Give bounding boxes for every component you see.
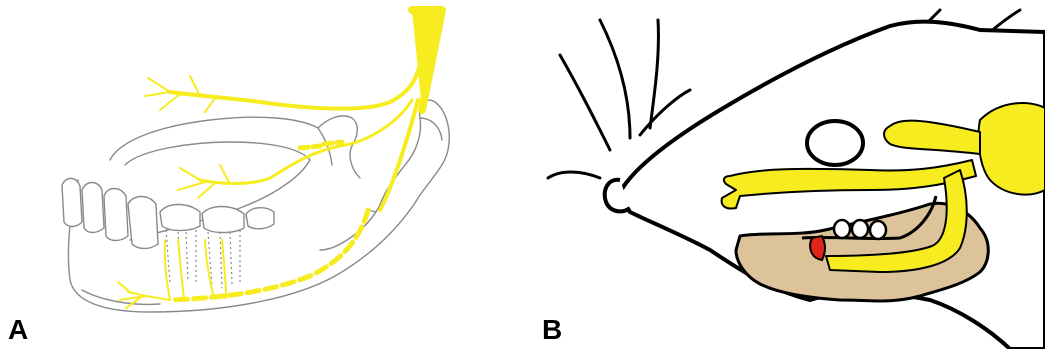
panel-label-b: B [542, 316, 562, 344]
panel-label-a: A [8, 316, 28, 344]
panel-a: A [0, 0, 530, 349]
rodent-head-diagram [540, 0, 1045, 349]
tooth-roots [166, 230, 240, 288]
mandible-diagram [0, 0, 530, 349]
panel-b: B [540, 0, 1045, 349]
trigeminal-nerve [118, 10, 442, 308]
molars [834, 220, 886, 239]
eye [807, 121, 863, 165]
teeth [62, 178, 274, 248]
